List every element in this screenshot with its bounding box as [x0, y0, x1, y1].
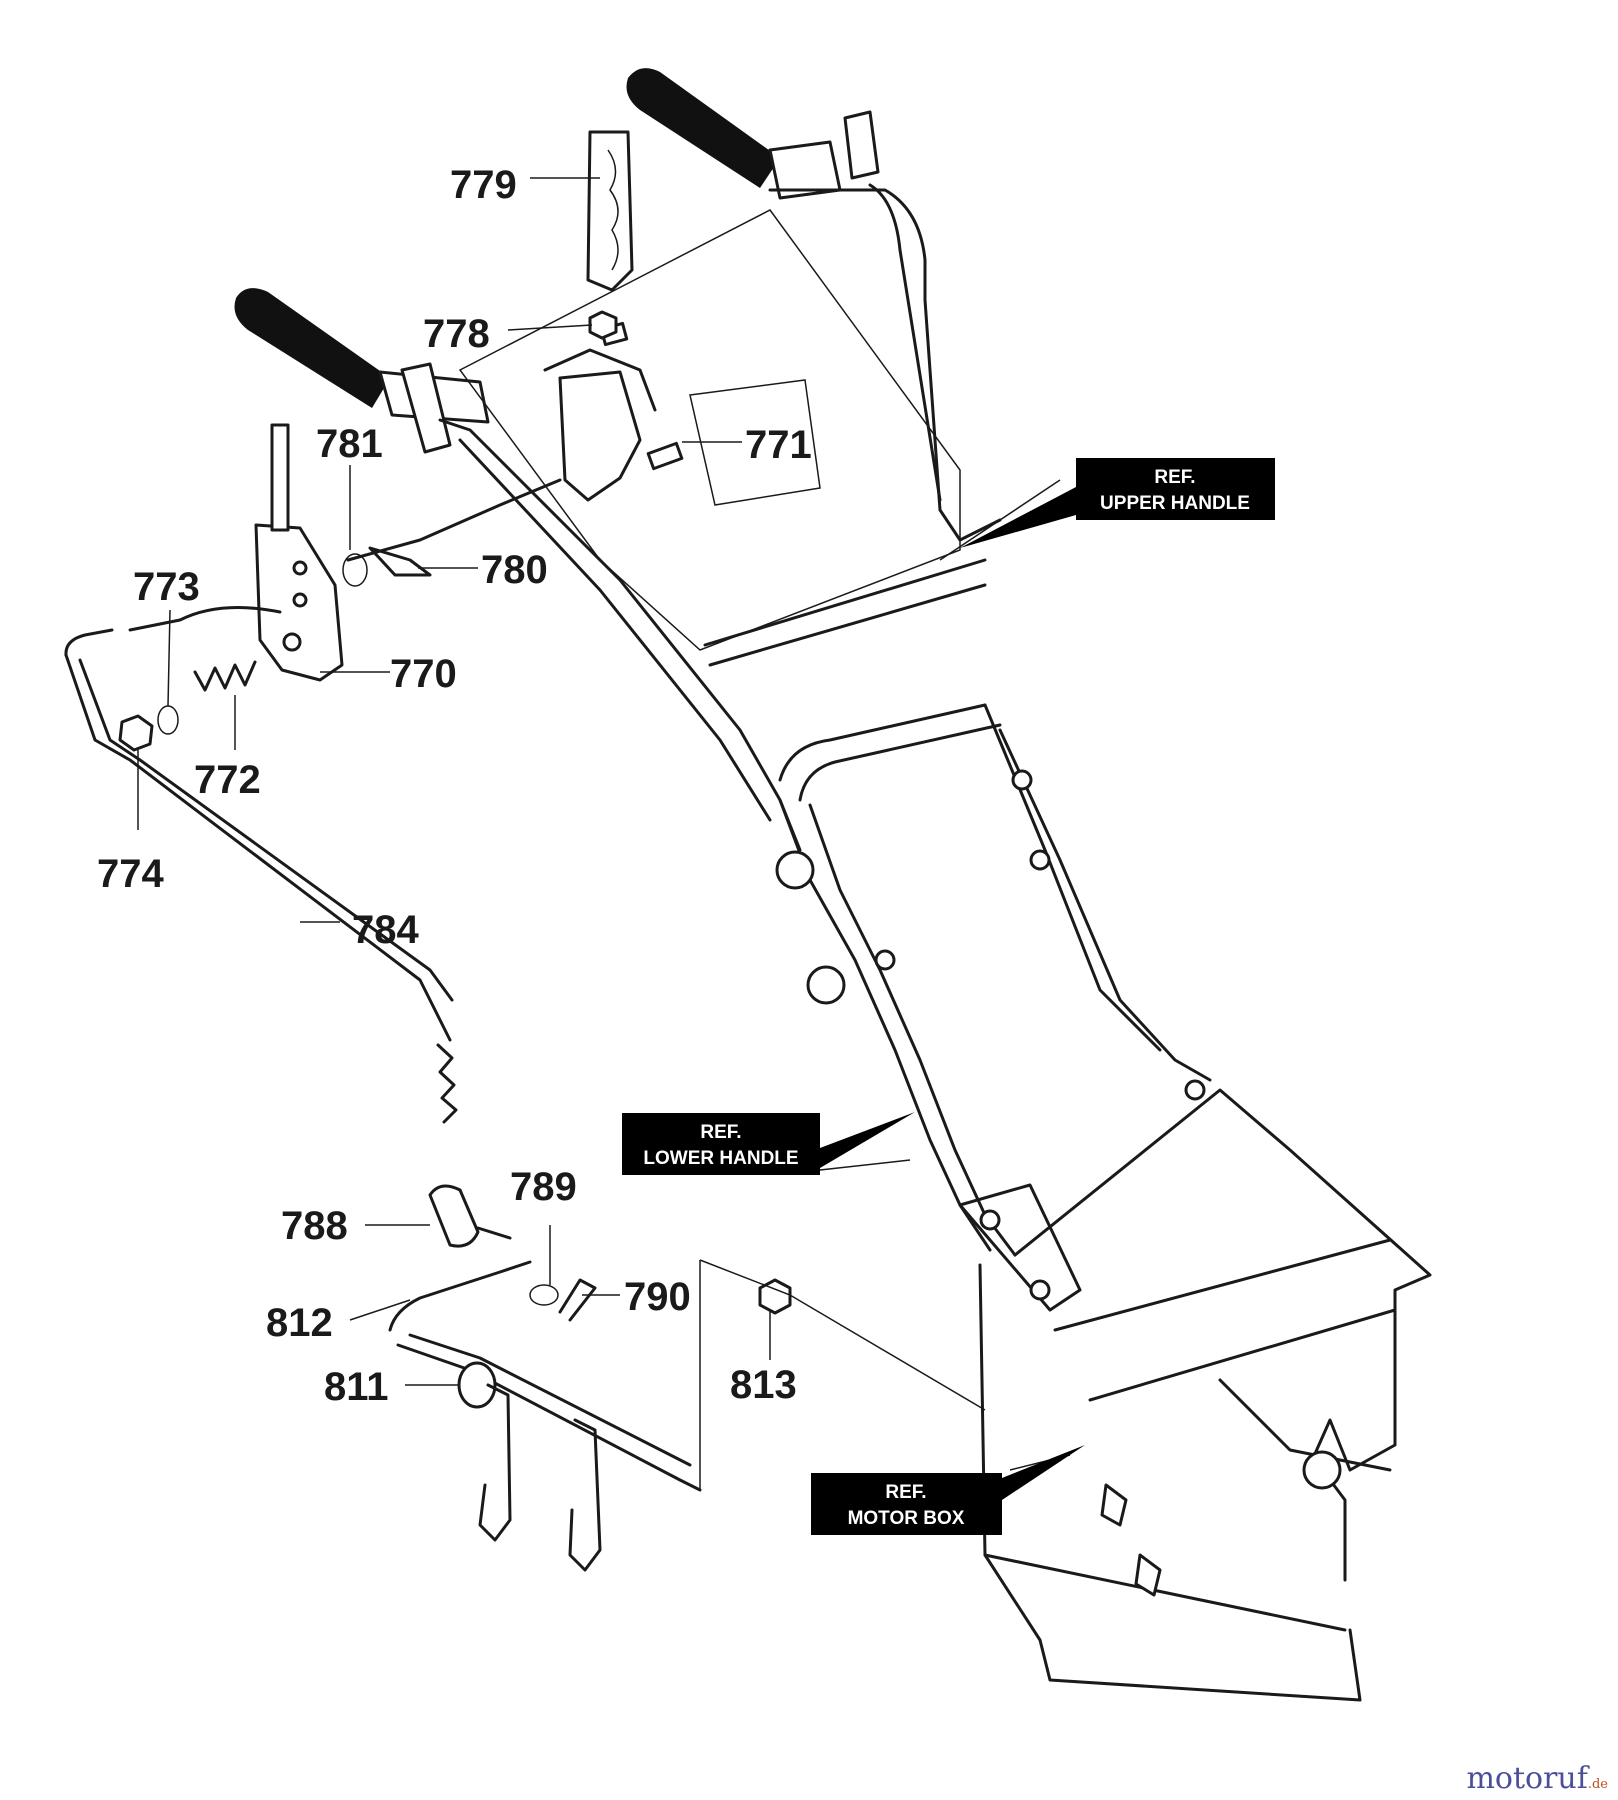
motor-box-drawing	[978, 1088, 1432, 1702]
part-label-788: 788	[281, 1204, 348, 1248]
ref-motor-box-line2: MOTOR BOX	[848, 1508, 965, 1529]
watermark-suffix: .de	[1587, 1777, 1608, 1792]
ref-upper-handle: REF. UPPER HANDLE	[1076, 458, 1275, 520]
ref-lower-handle-line2: LOWER HANDLE	[643, 1148, 798, 1169]
part-labels: 779 778 771 781 780 773 770 772 774 784 …	[97, 163, 812, 1409]
upper-handle-drawing	[234, 68, 1212, 1082]
part-label-774: 774	[97, 852, 164, 896]
left-handle-grip	[234, 288, 390, 408]
lower-handle-drawing	[775, 769, 1206, 1312]
right-handle-grip	[626, 68, 780, 188]
ref-upper-handle-line1: REF.	[1154, 467, 1195, 488]
watermark-text: motoruf	[1466, 1761, 1588, 1796]
motor-box-pointer	[1002, 1445, 1085, 1500]
part-label-812: 812	[266, 1301, 333, 1345]
watermark-logo: motoruf.de	[1466, 1761, 1608, 1796]
ref-lower-handle: REF. LOWER HANDLE	[622, 1113, 820, 1175]
lower-handle-pointer	[820, 1112, 915, 1168]
part-label-780: 780	[481, 548, 548, 592]
part-label-778: 778	[423, 312, 490, 356]
part-label-779: 779	[450, 163, 517, 207]
leader-lines	[137, 177, 1071, 1490]
part-label-784: 784	[352, 908, 419, 952]
part-label-771: 771	[745, 423, 812, 467]
part-label-773: 773	[133, 565, 200, 609]
ref-motor-box: REF. MOTOR BOX	[811, 1473, 1002, 1535]
ref-upper-handle-line2: UPPER HANDLE	[1100, 493, 1250, 514]
upper-handle-pointer	[960, 487, 1076, 548]
ref-motor-box-line1: REF.	[885, 1482, 926, 1503]
shift-linkage-drawing	[64, 130, 821, 1572]
part-label-790: 790	[624, 1275, 691, 1319]
ref-lower-handle-line1: REF.	[700, 1122, 741, 1143]
part-label-770: 770	[390, 652, 457, 696]
part-label-811: 811	[324, 1365, 389, 1409]
part-label-813: 813	[730, 1363, 797, 1407]
part-label-789: 789	[510, 1165, 577, 1209]
part-label-772: 772	[194, 758, 261, 802]
part-label-781: 781	[316, 422, 383, 466]
